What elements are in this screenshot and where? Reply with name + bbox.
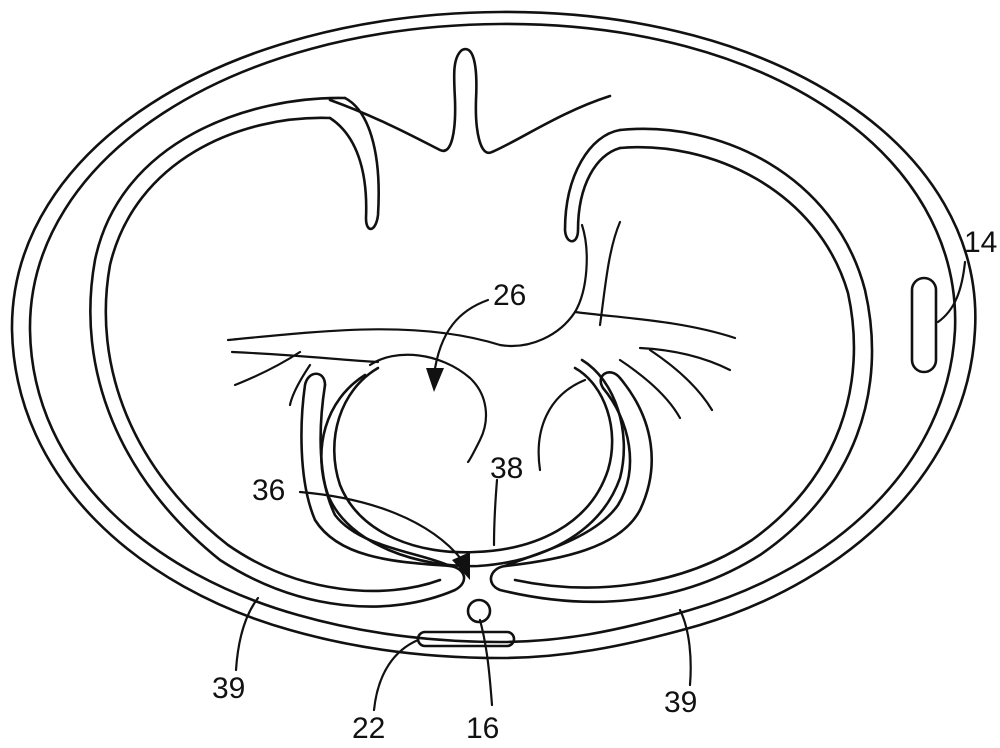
label-39-right: 39: [664, 686, 697, 719]
left-pleural-cavity: [89, 96, 466, 608]
right-pleural-cavity: [489, 127, 874, 604]
label-16: 16: [466, 712, 499, 745]
label-36: 36: [252, 474, 285, 507]
device-14: [910, 276, 938, 374]
leader-lines: [234, 260, 967, 712]
arrow-26: [426, 298, 490, 392]
arrow-36: [298, 490, 470, 580]
device-16: [466, 598, 492, 624]
label-22: 22: [352, 712, 385, 745]
vessel-branches: [226, 220, 737, 420]
body-wall: [10, 10, 977, 660]
label-26: 26: [493, 279, 526, 312]
label-39-left: 39: [212, 672, 245, 705]
spine-process: [328, 47, 612, 155]
label-38: 38: [490, 452, 523, 485]
label-14: 14: [964, 226, 997, 259]
heart-pericardium: [320, 353, 626, 568]
